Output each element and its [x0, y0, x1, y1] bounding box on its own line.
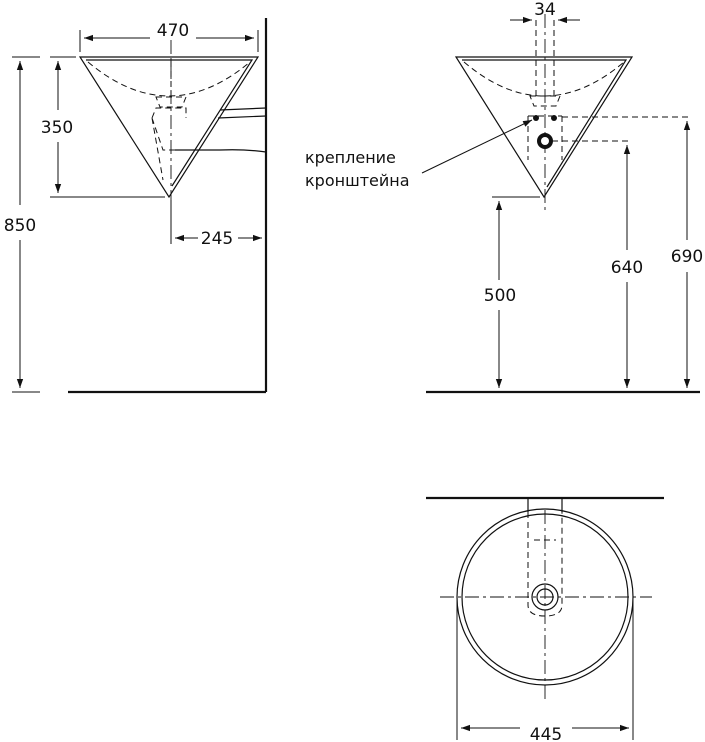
- front-view: 34 690 640 500 крепление кронштейна: [305, 0, 703, 394]
- drain-hidden: [155, 96, 187, 108]
- dim-500: 500: [484, 286, 516, 306]
- dim-640: 640: [611, 258, 643, 278]
- front-inner-bowl-hidden: [463, 61, 625, 97]
- trap-hidden: [151, 107, 218, 181]
- bracket-point-right: [551, 115, 557, 121]
- note-line-1: крепление: [305, 148, 396, 167]
- bracket-bottom: [175, 149, 267, 153]
- dim-245: 245: [201, 229, 233, 249]
- dim-34: 34: [534, 0, 556, 20]
- inner-bowl-hidden: [87, 61, 251, 97]
- dim-470: 470: [157, 21, 189, 41]
- dim-850: 850: [4, 216, 36, 236]
- note-line-2: кронштейна: [305, 171, 410, 190]
- dim-690: 690: [671, 247, 703, 267]
- note-leader: [421, 119, 533, 174]
- bracket-point-left: [533, 115, 539, 121]
- basin-side-outline: [78, 56, 260, 199]
- dim-445: 445: [530, 725, 562, 742]
- basin-front-outline: [454, 56, 634, 199]
- bracket-top: [219, 107, 267, 111]
- side-view: 470 350 850 245: [4, 18, 268, 394]
- top-view: 445: [426, 496, 664, 742]
- dim-350: 350: [41, 118, 73, 138]
